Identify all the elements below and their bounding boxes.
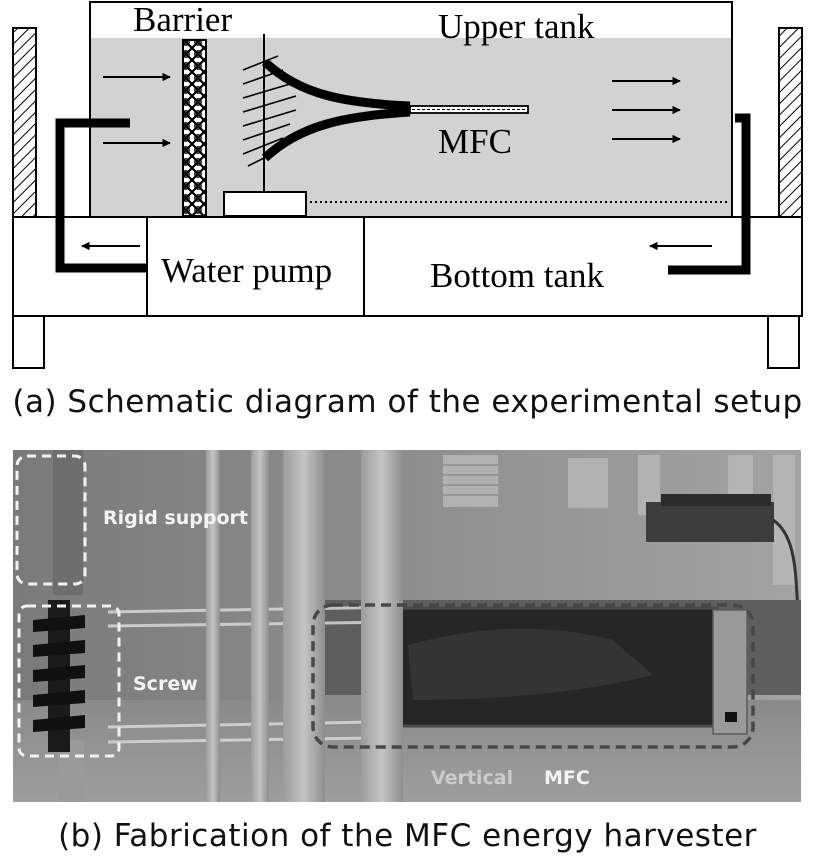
rigid-support-box (15, 454, 87, 586)
screw-label: Screw (133, 673, 198, 695)
caption-a: (a) Schematic diagram of the experimenta… (12, 384, 803, 420)
fabrication-photo: Rigid support Screw Vertical MFC (13, 450, 801, 802)
mfc-box (311, 603, 755, 749)
equipment-box-lid (661, 494, 771, 506)
flow-arrows (103, 72, 681, 148)
blind-slats (443, 464, 498, 496)
left-side-post (12, 27, 37, 219)
pole-4 (361, 450, 403, 802)
water-pump-label: Water pump (161, 251, 332, 290)
mfc-label: MFC (438, 122, 512, 161)
pole-1 (206, 450, 220, 802)
barrier-mesh (182, 39, 207, 217)
caption-b: (b) Fabrication of the MFC energy harves… (58, 818, 757, 854)
pole-3 (283, 450, 325, 802)
return-pipe-left (55, 118, 147, 273)
left-leg (12, 315, 45, 369)
mfc-tip (725, 712, 737, 722)
upper-tank-label: Upper tank (438, 7, 595, 46)
screw-box (17, 604, 121, 758)
schematic-diagram: Barrier Upper tank MFC Water pump Bottom… (12, 0, 803, 369)
barrier-label: Barrier (133, 0, 232, 39)
flow-guide (242, 55, 411, 167)
vertical-label: Vertical (431, 767, 513, 789)
rigid-support-label: Rigid support (103, 507, 248, 529)
hand-shadow (408, 628, 653, 700)
rod-base (223, 191, 307, 217)
bottom-tank-label: Bottom tank (430, 256, 605, 295)
pole-2 (251, 450, 269, 802)
mfc-photo-label: MFC (544, 767, 590, 789)
right-side-post (778, 27, 803, 219)
equipment-box (646, 502, 774, 542)
pole-left (53, 450, 83, 595)
return-pipe-right (668, 113, 751, 275)
right-leg (767, 315, 800, 369)
screw (33, 600, 85, 752)
